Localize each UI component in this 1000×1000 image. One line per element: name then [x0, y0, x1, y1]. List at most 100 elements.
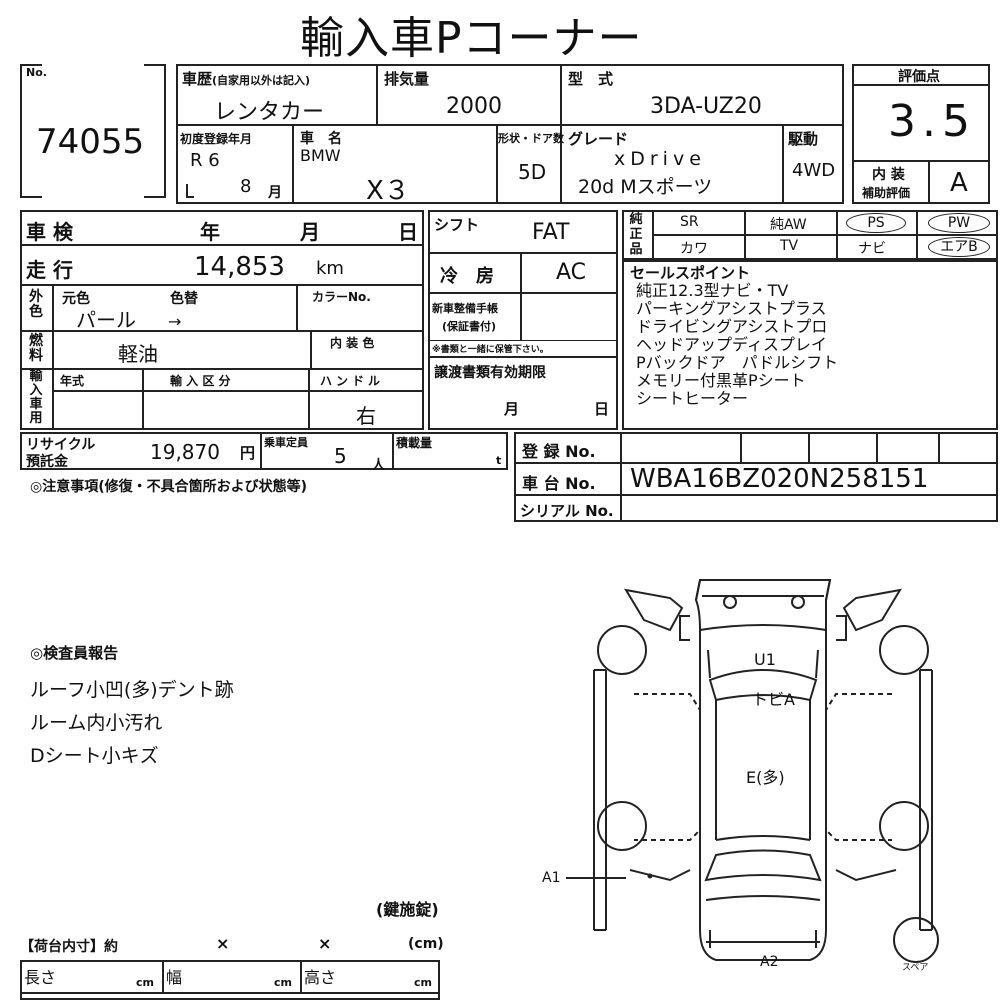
- model-code-value: 3DA-UZ20: [650, 94, 762, 119]
- first-reg-era: R 6: [190, 150, 220, 171]
- diagram-label-tobi: トビA: [752, 690, 795, 709]
- sales-points-label: セールスポイント: [630, 264, 751, 282]
- inspection-year: 年: [200, 220, 220, 244]
- warranty-label-1: 新車整備手帳: [432, 302, 498, 315]
- load-unit: t: [496, 454, 502, 467]
- genuine-parts-label: 純正品: [629, 212, 643, 257]
- center-detail-grid: [428, 210, 618, 430]
- displacement-label: 排気量: [384, 70, 430, 88]
- option-ps: PS: [846, 213, 906, 233]
- page-title: 輸入車Pコーナー: [300, 13, 643, 64]
- lot-number-value: 74055: [36, 122, 145, 162]
- mileage-label: 走 行: [26, 258, 73, 282]
- grade-line2: 20d Mスポーツ: [578, 176, 713, 198]
- wheel-front-right: [879, 625, 929, 675]
- option-sr: SR: [680, 214, 699, 230]
- displacement-value: 2000: [446, 94, 502, 119]
- cargo-width-label: 幅: [166, 968, 183, 987]
- interior-color-label: 内 装 色: [330, 336, 375, 350]
- cargo-times-2: ×: [318, 934, 332, 953]
- chassis-value: WBA16BZ020N258151: [630, 464, 929, 494]
- sales-point-item: ヘッドアップディスプレイ: [636, 335, 827, 354]
- score-block: [852, 64, 990, 204]
- first-reg-month-unit: 月: [268, 185, 282, 201]
- drive-value: 4WD: [792, 160, 836, 181]
- mileage-unit: km: [316, 258, 344, 279]
- cargo-unit: (cm): [408, 936, 444, 952]
- caution-heading: ◎注意事項(修復・不具合箇所および状態等): [30, 479, 308, 495]
- emblem-mark: [791, 595, 805, 609]
- interior-score-label-2: 補助評価: [862, 186, 911, 200]
- color-value: パール: [76, 308, 136, 332]
- model-code-label: 型 式: [568, 70, 614, 88]
- inspector-title: ◎検査員報告: [30, 644, 119, 662]
- cargo-title: 【荷台内寸】約: [20, 939, 118, 955]
- fuel-label: 燃料: [29, 333, 43, 364]
- sales-points-list: 純正12.3型ナビ・TV パーキングアシストプラス ドライビングアシストプロ ヘ…: [636, 282, 838, 408]
- first-reg-label: 初度登録年月: [180, 132, 253, 146]
- color-change-label: 色替: [170, 291, 198, 307]
- history-label: 車歴(自家用以外は記入): [182, 70, 311, 88]
- cargo-length-unit: cm: [136, 976, 154, 989]
- handle-value: 右: [356, 404, 376, 428]
- registration-grid: [514, 432, 998, 522]
- lot-number-block: No. 74055: [20, 64, 166, 198]
- spare-tire: [893, 917, 939, 963]
- exterior-color-label: 外色: [29, 289, 43, 320]
- import-type-label: 輸 入 区 分: [170, 374, 231, 388]
- registration-label: 登 録 No.: [522, 442, 596, 461]
- shift-label: シフト: [434, 216, 480, 234]
- wheel-rear-right: [879, 801, 929, 851]
- capacity-unit: 人: [372, 458, 386, 473]
- shift-value: FAT: [532, 220, 570, 245]
- capacity-label: 乗車定員: [264, 436, 308, 449]
- inspection-month: 月: [300, 220, 320, 244]
- doors-value: 5D: [518, 160, 547, 184]
- left-detail-grid: [20, 210, 424, 430]
- recycle-label-2: 預託金: [26, 454, 68, 470]
- ac-value: AC: [556, 260, 587, 285]
- score-label: 評価点: [898, 69, 940, 85]
- option-tv: TV: [780, 238, 799, 254]
- inspection-label: 車 検: [26, 220, 73, 244]
- ac-label: 冷 房: [440, 266, 494, 287]
- inspector-lines: ルーフ小凹(多)デント跡 ルーム内小汚れ Dシート小キズ: [30, 674, 234, 773]
- wheel-front-left: [597, 625, 647, 675]
- color-code-label: カラーNo.: [312, 290, 371, 304]
- option-pw: PW: [928, 213, 990, 233]
- diagram-label-spare: スペア: [902, 963, 929, 973]
- diagram-label-u1: U1: [754, 650, 776, 669]
- score-value: 3.5: [888, 96, 976, 147]
- option-navi: ナビ: [858, 241, 886, 257]
- sales-point-item: シートヒーター: [636, 389, 749, 408]
- interior-score-value: A: [950, 168, 968, 198]
- import-year-label: 年式: [60, 374, 85, 388]
- import-vehicle-label: 輸入車用: [29, 369, 43, 426]
- transfer-month: 月: [504, 400, 520, 418]
- wheel-rear-left: [597, 801, 647, 851]
- load-label: 積載量: [396, 436, 433, 450]
- diagram-label-e: E(多): [746, 768, 785, 787]
- cargo-height-unit: cm: [414, 976, 432, 989]
- fuel-value: 軽油: [118, 342, 158, 366]
- cargo-width-unit: cm: [274, 976, 292, 989]
- inspector-line: ルーム内小汚れ: [30, 712, 163, 734]
- transfer-label: 譲渡書類有効期限: [434, 365, 546, 381]
- diagram-label-a1: A1: [542, 870, 561, 886]
- vehicle-info-grid: [176, 64, 844, 204]
- cargo-times-1: ×: [216, 934, 230, 953]
- cargo-height-label: 高さ: [304, 968, 337, 987]
- interior-score-label-1: 内 装: [872, 167, 905, 183]
- drive-label: 駆動: [788, 130, 819, 148]
- inspection-day: 日: [398, 220, 418, 244]
- recycle-value: 19,870: [150, 440, 220, 464]
- sales-point-item: メモリー付黒革Pシート: [636, 371, 806, 390]
- option-genuine-aw: 純AW: [770, 217, 807, 233]
- transfer-day: 日: [594, 400, 610, 418]
- warranty-label-2: (保証書付): [442, 320, 497, 333]
- key-lock-label: (鍵施錠): [376, 900, 439, 919]
- original-color-label: 元色: [62, 291, 90, 307]
- recycle-grid: [20, 432, 508, 470]
- sales-point-item: パーキングアシストプラス: [636, 299, 827, 318]
- recycle-unit: 円: [240, 444, 256, 462]
